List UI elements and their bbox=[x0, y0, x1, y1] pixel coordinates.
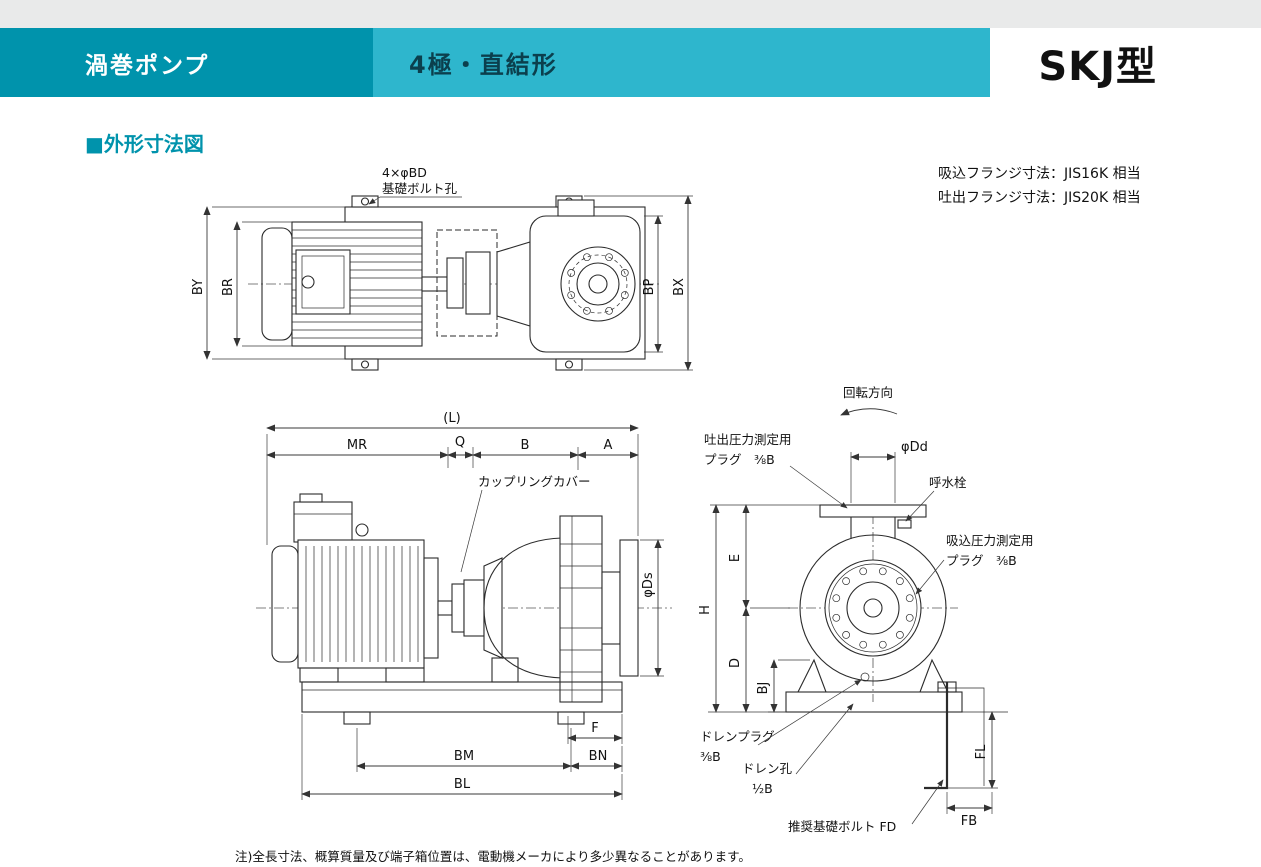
dim-dd: φDd bbox=[901, 440, 928, 455]
coupling-cover-callout: カップリングカバー bbox=[460, 474, 591, 573]
dd-dimension: φDd bbox=[850, 440, 928, 503]
side-pump bbox=[483, 515, 639, 703]
discharge-plug-label-line1: 吐出圧力測定用 bbox=[704, 432, 792, 447]
dim-fl: FL bbox=[974, 744, 989, 759]
pole-type-label: 4極・直結形 bbox=[409, 51, 558, 79]
dim-e: E bbox=[728, 554, 743, 562]
plan-pump-casing bbox=[496, 199, 641, 353]
dim-f: F bbox=[591, 721, 598, 736]
plan-motor bbox=[261, 221, 448, 347]
suction-flange-note: 吸込フランジ寸法：JIS16K 相当 bbox=[938, 166, 1141, 182]
dim-by: BY bbox=[191, 279, 206, 295]
section-title: ■外形寸法図 bbox=[85, 132, 204, 156]
side-dimensions-top: (L) MR Q B A bbox=[266, 411, 639, 545]
header-model-block: SKJ型 bbox=[990, 28, 1261, 97]
dim-q: Q bbox=[455, 435, 465, 450]
end-dimensions-left: H E D BJ bbox=[698, 504, 820, 713]
bolt-hole-label-line1: 4×φBD bbox=[382, 165, 427, 180]
end-pump-casing bbox=[797, 504, 949, 693]
drain-plug-label-line1: ドレンプラグ bbox=[700, 729, 775, 744]
dim-d: D bbox=[728, 658, 743, 668]
rotation-label: 回転方向 bbox=[843, 385, 893, 400]
priming-plug-callout: 呼水栓 bbox=[905, 475, 967, 522]
foundation-bolt-label: 推奨基礎ボルト FD bbox=[788, 819, 896, 834]
end-baseplate bbox=[768, 691, 1008, 713]
discharge-plug-callout: 吐出圧力測定用 プラグ ⅜B bbox=[704, 432, 848, 509]
coupling-cover-label: カップリングカバー bbox=[478, 474, 591, 489]
suction-plug-label-line1: 吸込圧力測定用 bbox=[946, 533, 1034, 548]
dim-mr: MR bbox=[347, 438, 367, 453]
side-baseplate bbox=[301, 681, 623, 725]
drain-hole-label-line1: ドレン孔 bbox=[742, 761, 793, 776]
end-view: 回転方向 bbox=[698, 385, 1034, 834]
plan-coupling-cover bbox=[436, 229, 498, 337]
flange-notes: 吸込フランジ寸法：JIS16K 相当 吐出フランジ寸法：JIS20K 相当 bbox=[938, 162, 1141, 210]
foundation-bolt-callout: 推奨基礎ボルト FD bbox=[788, 779, 944, 834]
top-margin-strip bbox=[0, 0, 1261, 28]
header-category-block: 渦巻ポンプ bbox=[0, 28, 373, 97]
dim-bp: BP bbox=[642, 278, 657, 295]
end-dimensions-right: FL FB bbox=[946, 711, 998, 829]
side-coupling bbox=[437, 579, 485, 637]
suction-plug-callout: 吸込圧力測定用 プラグ ⅜B bbox=[915, 533, 1034, 595]
dim-bx: BX bbox=[672, 278, 687, 296]
side-dimensions-bottom: F BM BN BL bbox=[301, 714, 623, 800]
dim-fb: FB bbox=[961, 814, 977, 829]
plan-dimensions: BY BR BP BX bbox=[191, 195, 693, 371]
foundation-bolt-detail bbox=[924, 681, 985, 790]
dim-bm: BM bbox=[454, 749, 474, 764]
dim-l: (L) bbox=[443, 411, 460, 426]
dim-bj: BJ bbox=[756, 682, 771, 695]
model-label: SKJ型 bbox=[1038, 43, 1157, 90]
dim-bn: BN bbox=[589, 749, 608, 764]
suction-diameter-dim: φDs bbox=[640, 539, 664, 677]
side-motor bbox=[271, 493, 439, 683]
dim-br: BR bbox=[221, 278, 236, 296]
drain-hole-callout: ドレン孔 ½B bbox=[742, 703, 854, 796]
priming-plug-label: 呼水栓 bbox=[929, 475, 967, 490]
footnote: 注)全長寸法、概算質量及び端子箱位置は、電動機メーカにより多少異なることがありま… bbox=[235, 849, 751, 864]
dim-b: B bbox=[521, 438, 530, 453]
dim-a: A bbox=[604, 438, 613, 453]
rotation-arrow: 回転方向 bbox=[840, 385, 898, 416]
bolt-hole-label-line2: 基礎ボルト孔 bbox=[382, 181, 458, 196]
header-band: 渦巻ポンプ 4極・直結形 SKJ型 bbox=[0, 28, 1261, 97]
discharge-flange-note: 吐出フランジ寸法：JIS20K 相当 bbox=[938, 190, 1141, 206]
discharge-plug-label-line2: プラグ ⅜B bbox=[704, 452, 775, 467]
dim-bl: BL bbox=[454, 777, 471, 792]
drain-plug-label-line2: ⅜B bbox=[700, 749, 721, 764]
plan-bolt-hole-callout: 4×φBD 基礎ボルト孔 bbox=[368, 165, 462, 205]
drain-plug-callout: ドレンプラグ ⅜B bbox=[700, 679, 862, 764]
suction-plug-label-line2: プラグ ⅜B bbox=[946, 553, 1017, 568]
dim-ds: φDs bbox=[641, 572, 656, 598]
category-label: 渦巻ポンプ bbox=[85, 52, 210, 79]
header-type-block: 4極・直結形 bbox=[373, 28, 990, 97]
dim-h: H bbox=[698, 605, 713, 615]
plan-view: BY BR BP BX 4×φBD 基礎ボルト孔 bbox=[191, 165, 693, 371]
drain-hole-label-line2: ½B bbox=[752, 781, 773, 796]
side-view: (L) MR Q B A カップリングカバー φDs bbox=[256, 411, 672, 800]
